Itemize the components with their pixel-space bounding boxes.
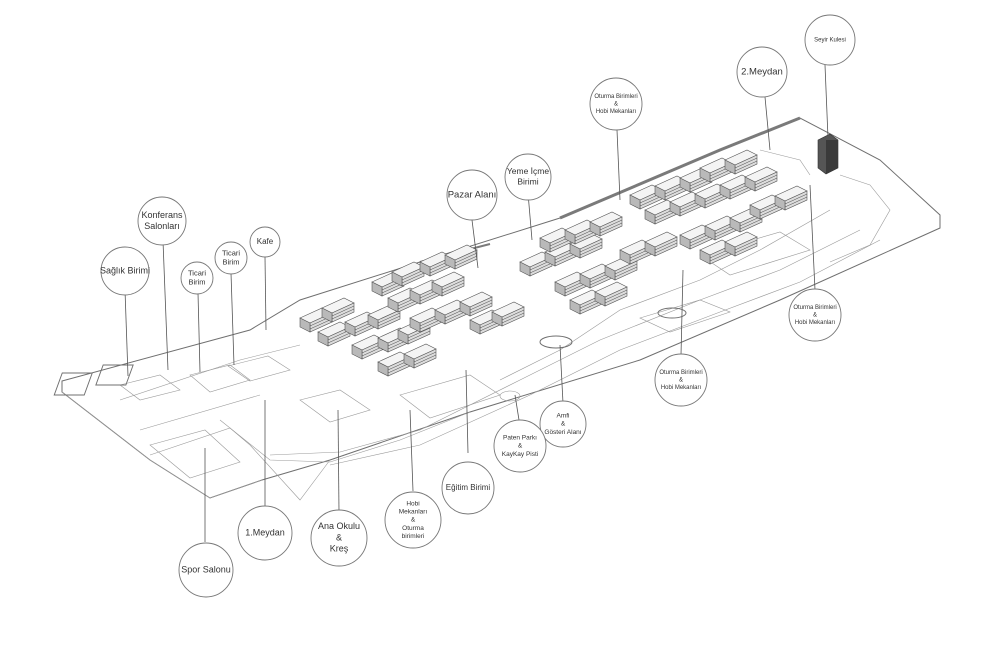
bubble-label-line: Seyir Kulesi <box>814 38 846 44</box>
bubble-label-line: Spor Salonu <box>181 564 231 574</box>
bubble-circle <box>249 226 281 258</box>
building-block <box>459 291 493 317</box>
bubble-label-line: & <box>679 378 683 384</box>
label-bubble-oturma-hobi-1: Oturma Birimleri &Hobi Mekanları <box>589 77 643 131</box>
bubble-circle <box>539 400 587 448</box>
leader-lines <box>124 64 829 542</box>
building-block <box>377 351 411 377</box>
bubble-label-line: 1.Meydan <box>245 527 285 537</box>
bubble-circle <box>214 241 248 275</box>
bubble-label-line: Kafe <box>257 237 274 246</box>
bubble-circle <box>493 419 547 473</box>
residential-blocks <box>299 149 808 377</box>
bubble-label-line: Oturma Birimleri <box>793 305 836 311</box>
bubble-label-line: Hobi Mekanları <box>596 109 637 115</box>
bubble-label-line: Yeme İçme <box>507 166 549 176</box>
bubble-label-line: Mekanları <box>399 509 428 516</box>
label-bubble-seyir-kulesi: Seyir Kulesi <box>804 14 856 66</box>
label-bubble-spor-salonu: Spor Salonu <box>178 542 234 598</box>
bubble-circle <box>446 169 498 221</box>
label-bubble-2-meydan: 2.Meydan <box>736 46 788 98</box>
bubble-label-line: Birim <box>188 278 205 287</box>
building-block <box>431 271 465 297</box>
building-block <box>321 297 355 323</box>
bubble-circle <box>788 288 842 342</box>
bubble-label-line: Birim <box>222 258 239 267</box>
label-bubble-pazar-alani: Pazar Alanı <box>446 169 498 221</box>
bubble-label-line: Hobi Mekanları <box>795 320 836 326</box>
bubble-label-line: Ticari <box>222 248 240 257</box>
building-block <box>569 233 603 259</box>
bubble-label-line: Salonları <box>144 221 180 231</box>
bubble-label-line: & <box>614 102 618 108</box>
label-bubble-amfi: Amfi&Gösteri Alanı <box>539 400 587 448</box>
building-block <box>391 261 425 287</box>
bubble-label-line: Birimi <box>517 177 538 187</box>
bubble-circle <box>100 246 150 296</box>
bubble-label-line: Amfi <box>557 413 570 420</box>
building-block <box>403 343 437 369</box>
building-block <box>491 301 525 327</box>
building-block <box>744 166 778 192</box>
bubble-label-line: & <box>518 443 523 450</box>
building-block <box>594 281 628 307</box>
building-block <box>554 271 588 297</box>
site-outline <box>53 116 941 501</box>
building-block <box>774 185 808 211</box>
bubble-circle <box>736 46 788 98</box>
label-bubble-ana-okulu: Ana Okulu& Kreş <box>310 509 368 567</box>
bubble-label-line: Sağlık Birimi <box>100 265 150 275</box>
bubble-label-line: Kreş <box>330 544 349 554</box>
label-bubble-egitim: Eğitim Birimi <box>441 461 495 515</box>
bubble-label-line: Paten Parkı <box>503 435 537 442</box>
bubble-circle <box>178 542 234 598</box>
label-bubble-oturma-hobi-2: Oturma Birimleri &Hobi Mekanları <box>788 288 842 342</box>
building-block <box>444 244 478 270</box>
bubble-label-line: Oturma <box>402 525 424 532</box>
bubble-circle <box>384 491 442 549</box>
bubble-circle <box>804 14 856 66</box>
bubble-label-line: & <box>813 313 817 319</box>
bubble-circle <box>137 196 187 246</box>
building-block <box>589 211 623 237</box>
bubble-label-line: & <box>411 517 416 524</box>
label-bubble-kafe: Kafe <box>249 226 281 258</box>
label-bubble-oturma-hobi-3: Oturma Birimleri &Hobi Mekanları <box>654 353 708 407</box>
bubble-circle <box>589 77 643 131</box>
label-bubble-paten: Paten Parkı&KayKay Pisti <box>493 419 547 473</box>
bubble-label-line: Oturma Birimleri <box>659 370 702 376</box>
bubble-circle <box>310 509 368 567</box>
building-block <box>724 149 758 175</box>
bubble-label-line: Ticari <box>188 268 206 277</box>
label-bubble-1-meydan: 1.Meydan <box>237 505 293 561</box>
bubble-label-line: Hobi Mekanları <box>661 385 702 391</box>
bubble-label-line: KayKay Pisti <box>502 451 539 458</box>
bubble-circle <box>654 353 708 407</box>
bubble-label-line: Hobi <box>406 500 419 507</box>
bubble-label-line: Pazar Alanı <box>448 190 497 201</box>
bubble-label-line: Ana Okulu <box>318 521 360 531</box>
bubble-label-line: & <box>336 532 342 542</box>
label-bubble-saglik: Sağlık Birimi <box>100 246 150 296</box>
bubble-circle <box>237 505 293 561</box>
bubble-label-line: 2.Meydan <box>741 67 783 78</box>
bubble-label-line: Eğitim Birimi <box>446 483 491 492</box>
bubble-label-line: Konferans <box>141 210 183 220</box>
bubble-label-line: birimleri <box>402 533 425 540</box>
bubble-circle <box>441 461 495 515</box>
building-block <box>644 231 678 257</box>
bubble-circle <box>504 153 552 201</box>
bubble-label-line: & <box>561 421 566 428</box>
building-block <box>724 231 758 257</box>
bubble-label-line: Oturma Birimleri <box>594 94 637 100</box>
bubble-label-line: Gösteri Alanı <box>544 429 581 436</box>
bubble-circle <box>180 261 214 295</box>
